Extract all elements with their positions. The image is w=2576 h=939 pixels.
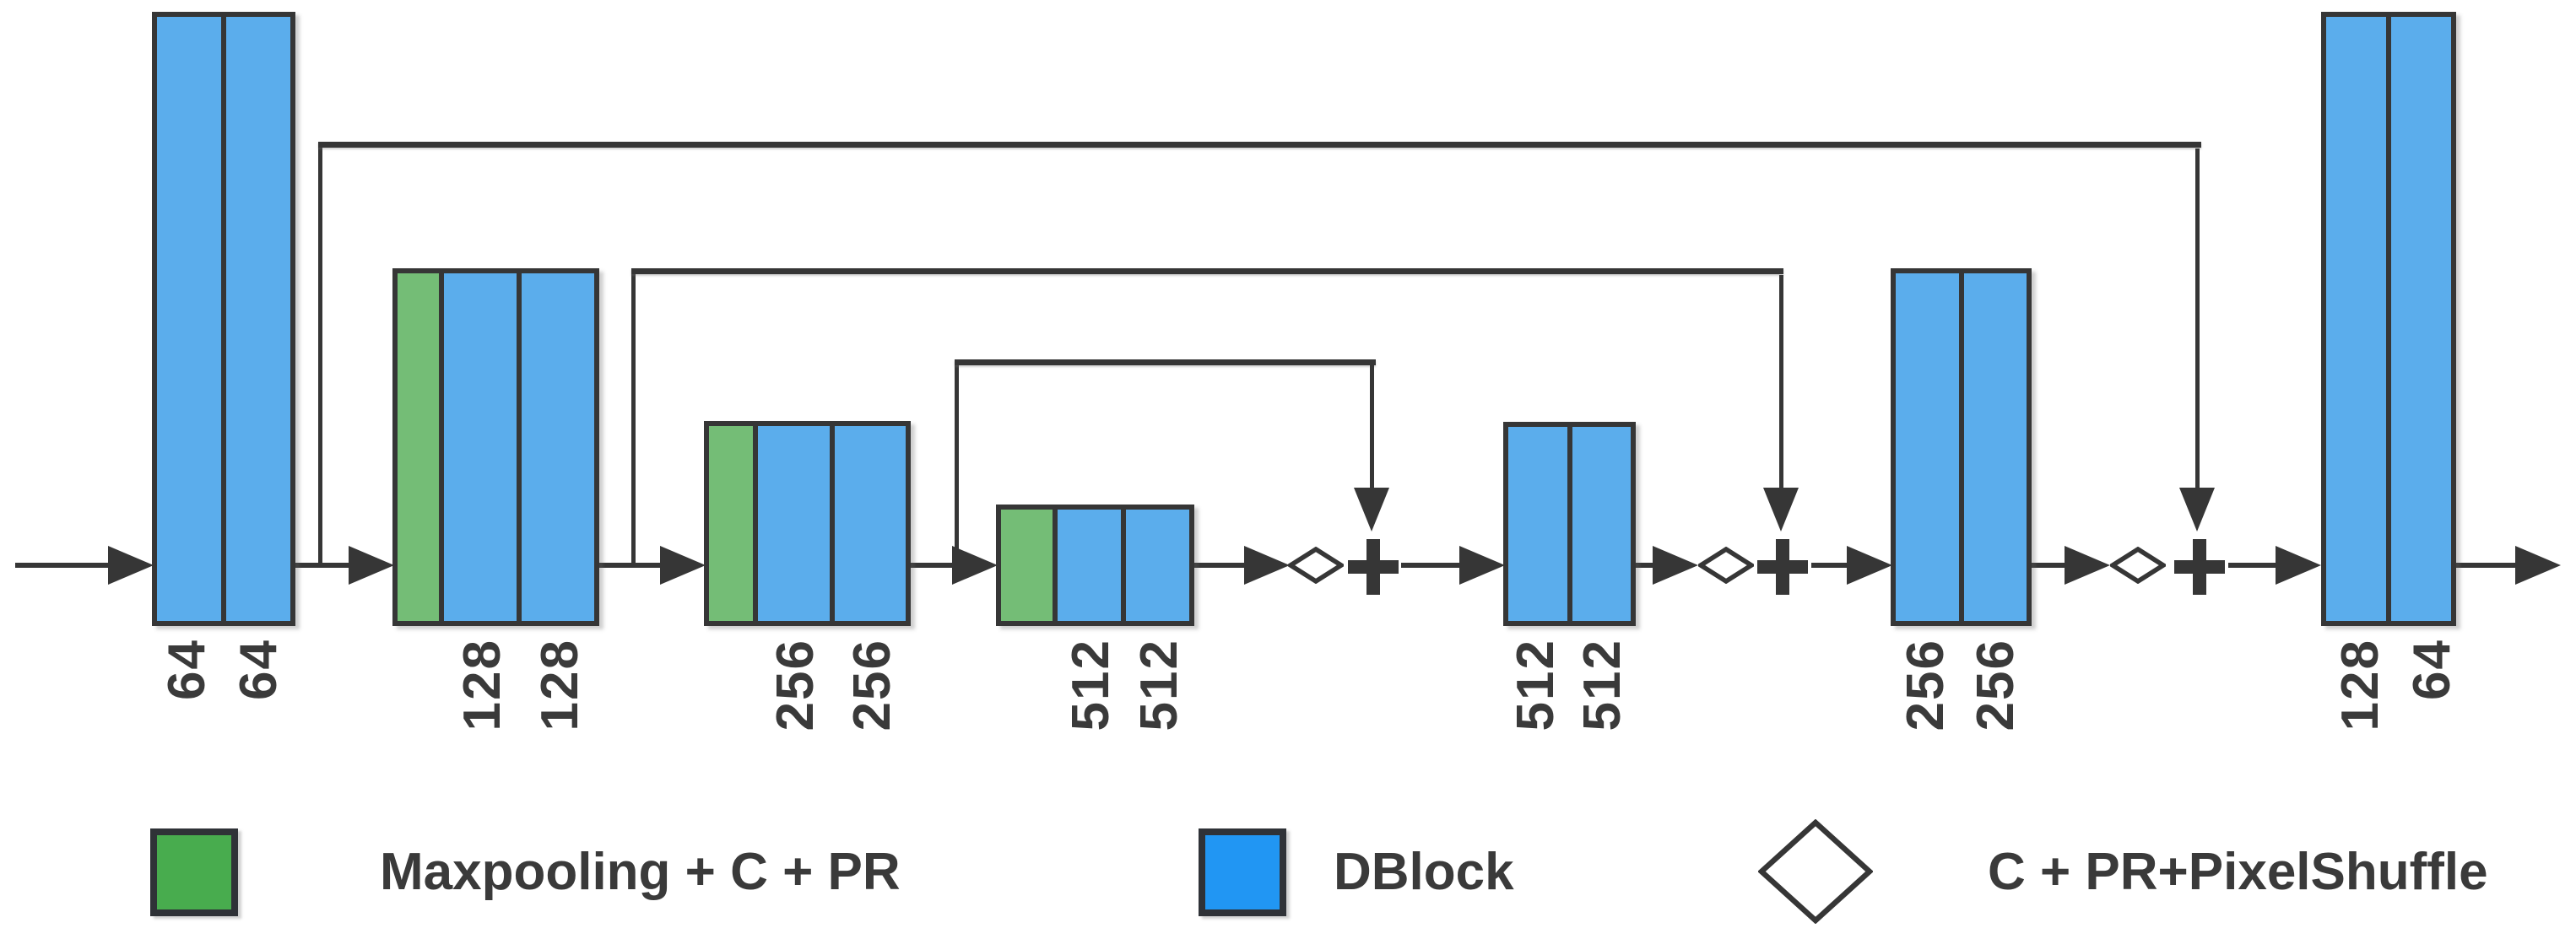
right-arrowhead-icon: [1244, 546, 1290, 585]
maxpool-column: [704, 421, 758, 626]
skip1-drop-line: [2195, 148, 2200, 491]
encoder-block-2: [392, 268, 599, 626]
encoder-block-4: [996, 505, 1194, 626]
flow-line: [295, 563, 356, 568]
right-arrowhead-icon: [349, 546, 394, 585]
output-arrowhead-icon: [2515, 546, 2561, 585]
flow-line: [599, 563, 670, 568]
dblock-column: [1053, 505, 1126, 626]
channel-label: 512: [1573, 639, 1632, 731]
legend-diamond-icon: [1758, 819, 1873, 924]
add-plus-icon: [1348, 560, 1399, 574]
dblock-column: [2321, 12, 2391, 626]
add-plus-icon: [2174, 560, 2225, 574]
legend-maxpool-label: Maxpooling + C + PR: [380, 843, 901, 901]
legend-dblock-swatch: [1199, 828, 1286, 916]
dblock-column: [829, 421, 911, 626]
upsample-diamond-icon: [2110, 547, 2166, 584]
channel-label: 64: [158, 639, 216, 700]
dblock-column: [1958, 268, 2032, 626]
dblock-column: [753, 421, 835, 626]
dblock-column: [1503, 422, 1572, 626]
channel-label: 512: [1062, 639, 1120, 731]
upsample-diamond-icon: [1288, 547, 1344, 584]
flow-line: [911, 563, 961, 568]
decoder-block-2: [1891, 268, 2032, 626]
flow-line: [2228, 563, 2281, 568]
dblock-column: [2386, 12, 2456, 626]
skip1-horizontal-line: [318, 142, 2201, 148]
dblock-column: [221, 12, 295, 626]
right-arrowhead-icon: [1847, 546, 1892, 585]
legend-pixelshuffle-label: C + PR+PixelShuffle: [1988, 843, 2488, 901]
right-arrowhead-icon: [1653, 546, 1698, 585]
maxpool-column: [392, 268, 444, 626]
skip1-down-arrowhead-icon: [2179, 488, 2215, 532]
dblock-column: [1567, 422, 1636, 626]
skip3-down-arrowhead-icon: [1354, 488, 1389, 532]
right-arrowhead-icon: [2276, 546, 2321, 585]
maxpool-column: [996, 505, 1058, 626]
skip2-down-arrowhead-icon: [1763, 488, 1799, 532]
legend-dblock-label: DBlock: [1334, 843, 1514, 901]
right-arrowhead-icon: [1459, 546, 1505, 585]
channel-label: 256: [1897, 639, 1955, 731]
channel-label: 64: [230, 639, 288, 700]
skip2-riser-line: [631, 268, 636, 565]
legend-maxpool-swatch: [150, 828, 238, 916]
channel-label: 512: [1507, 639, 1565, 731]
flow-line: [1194, 563, 1255, 568]
dblock-column: [1891, 268, 1964, 626]
skip2-drop-line: [1779, 275, 1783, 491]
channel-label: 256: [843, 639, 901, 731]
channel-label: 128: [531, 639, 589, 731]
input-flow-line: [15, 563, 115, 568]
encoder-block-1: [152, 12, 295, 626]
flow-line: [1811, 563, 1852, 568]
add-plus-icon: [1757, 560, 1808, 574]
encoder-block-3: [704, 421, 911, 626]
right-arrowhead-icon: [952, 546, 998, 585]
decoder-block-3: [2321, 12, 2456, 626]
dblock-column: [152, 12, 226, 626]
dblock-column: [517, 268, 599, 626]
output-flow-line: [2456, 563, 2519, 568]
dblock-column: [439, 268, 522, 626]
skip1-riser-line: [318, 142, 322, 565]
channel-label: 256: [1967, 639, 2025, 731]
input-arrowhead-icon: [108, 546, 154, 585]
channel-label: 128: [2331, 639, 2389, 731]
right-arrowhead-icon: [2065, 546, 2110, 585]
skip3-drop-line: [1370, 364, 1374, 491]
upsample-diamond-icon: [1698, 547, 1754, 584]
skip3-horizontal-line: [955, 359, 1376, 365]
skip3-riser-line: [955, 359, 959, 565]
channel-label: 128: [453, 639, 511, 731]
channel-label: 256: [766, 639, 825, 731]
right-arrowhead-icon: [660, 546, 706, 585]
flow-line: [2032, 563, 2074, 568]
channel-label: 512: [1130, 639, 1188, 731]
skip2-horizontal-line: [631, 268, 1783, 274]
channel-label: 64: [2403, 639, 2461, 700]
decoder-block-1: [1503, 422, 1636, 626]
flow-line: [1401, 563, 1469, 568]
dblock-column: [1121, 505, 1194, 626]
